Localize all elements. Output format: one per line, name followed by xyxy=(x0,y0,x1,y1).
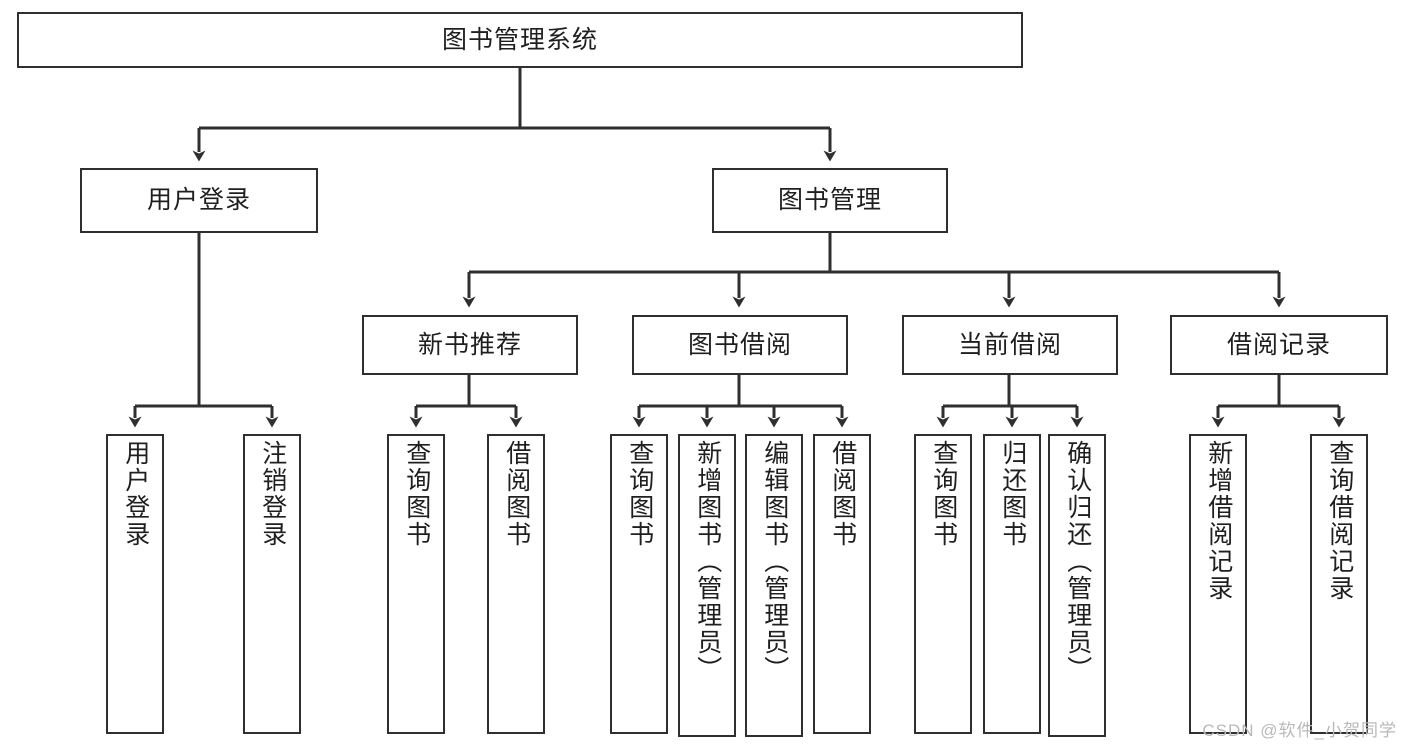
node-label: 借阅记录 xyxy=(1226,330,1331,359)
node-label: 查询图书 xyxy=(625,440,654,548)
node-current-borrow[interactable]: 当前借阅 xyxy=(902,315,1118,375)
node-label: 图书借阅 xyxy=(687,330,792,359)
leaf-borrow-book[interactable]: 借阅图书 xyxy=(813,434,871,734)
node-label: 图书管理 xyxy=(777,186,882,215)
node-book-borrow[interactable]: 图书借阅 xyxy=(632,315,848,375)
leaf-user-login[interactable]: 用户登录 xyxy=(106,434,164,734)
node-label: 编辑图书（管理员） xyxy=(760,440,789,683)
node-label: 查询图书 xyxy=(402,440,431,548)
node-book-management[interactable]: 图书管理 xyxy=(712,168,948,233)
leaf-return-book[interactable]: 归还图书 xyxy=(983,434,1041,734)
leaf-confirm-return-admin[interactable]: 确认归还（管理员） xyxy=(1048,434,1106,737)
node-root-system[interactable]: 图书管理系统 xyxy=(17,12,1023,68)
leaf-add-borrow-record[interactable]: 新增借阅记录 xyxy=(1189,434,1247,734)
node-label: 归还图书 xyxy=(998,440,1027,548)
node-new-book-recommend[interactable]: 新书推荐 xyxy=(362,315,578,375)
leaf-query-borrow-record[interactable]: 查询借阅记录 xyxy=(1310,434,1368,734)
leaf-add-book-admin[interactable]: 新增图书（管理员） xyxy=(678,434,736,737)
watermark-text: CSDN @软件_小贺同学 xyxy=(1202,721,1397,740)
node-label: 注销登录 xyxy=(258,440,287,548)
leaf-borrow-book-newbook[interactable]: 借阅图书 xyxy=(487,434,545,734)
leaf-query-book-newbook[interactable]: 查询图书 xyxy=(387,434,445,734)
node-user-login[interactable]: 用户登录 xyxy=(80,168,318,233)
leaf-query-book-current[interactable]: 查询图书 xyxy=(914,434,972,734)
leaf-edit-book-admin[interactable]: 编辑图书（管理员） xyxy=(745,434,803,737)
leaf-logout[interactable]: 注销登录 xyxy=(243,434,301,734)
node-label: 查询图书 xyxy=(929,440,958,548)
node-label: 查询借阅记录 xyxy=(1325,440,1354,602)
node-label: 借阅图书 xyxy=(502,440,531,548)
node-label: 用户登录 xyxy=(146,186,251,215)
node-borrow-record[interactable]: 借阅记录 xyxy=(1170,315,1388,375)
node-label: 图书管理系统 xyxy=(441,25,598,54)
node-label: 借阅图书 xyxy=(828,440,857,548)
node-label: 新增图书（管理员） xyxy=(693,440,722,683)
node-label: 确认归还（管理员） xyxy=(1063,440,1092,683)
node-label: 用户登录 xyxy=(121,440,150,548)
node-label: 新增借阅记录 xyxy=(1204,440,1233,602)
node-label: 新书推荐 xyxy=(417,330,522,359)
node-label: 当前借阅 xyxy=(957,330,1062,359)
leaf-query-book-borrow[interactable]: 查询图书 xyxy=(610,434,668,734)
